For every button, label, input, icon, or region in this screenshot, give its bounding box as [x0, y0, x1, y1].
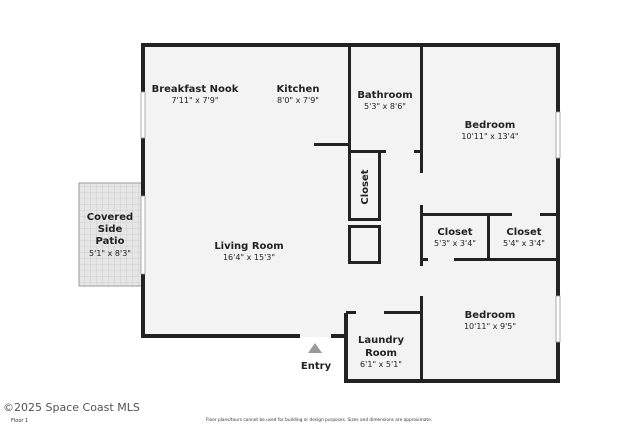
patio-label-line-3: Patio [96, 236, 125, 247]
watermark: ©2025 Space Coast MLS [3, 401, 140, 414]
bedroom-2-dims: 10'11" x 9'5" [464, 322, 516, 331]
closet-2-dims: 5'4" x 3'4" [503, 239, 545, 248]
laundry-label-line-1: Laundry [358, 335, 404, 346]
closet-1-dims: 5'3" x 3'4" [434, 239, 476, 248]
entry-arrow-icon [308, 343, 322, 353]
hall-closet-label: Closet [360, 169, 371, 204]
floor-label: Floor 1 [11, 418, 28, 424]
kitchen-label: Kitchen [277, 84, 320, 95]
breakfast-nook-dims: 7'11" x 7'9" [171, 96, 218, 105]
laundry-label-line-2: Room [365, 348, 397, 359]
kitchen-dims: 8'0" x 7'9" [277, 96, 319, 105]
bedroom-1-label: Bedroom [465, 120, 516, 131]
windows [140, 91, 561, 343]
breakfast-nook-label: Breakfast Nook [152, 84, 239, 95]
entry-label: Entry [301, 361, 332, 372]
closet-2-label: Closet [506, 227, 541, 238]
living-room-dims: 16'4" x 15'3" [223, 253, 275, 262]
patio-label-line-2: Side [98, 224, 123, 235]
living-room-label: Living Room [214, 241, 283, 252]
bedroom-2-label: Bedroom [465, 310, 516, 321]
bathroom-dims: 5'3" x 8'6" [364, 102, 406, 111]
footer-note: Floor plans/tours cannot be used for bui… [206, 417, 432, 423]
laundry-dims: 6'1" x 5'1" [360, 360, 402, 369]
door-openings [356, 150, 540, 314]
patio-label-line-1: Covered [87, 212, 133, 223]
patio-area [78, 182, 144, 287]
patio-dims: 5'1" x 8'3" [89, 249, 131, 258]
entry-cutout [143, 336, 348, 386]
closet-1-label: Closet [437, 227, 472, 238]
bedroom-1-dims: 10'11" x 13'4" [461, 132, 518, 141]
bathroom-label: Bathroom [357, 90, 412, 101]
